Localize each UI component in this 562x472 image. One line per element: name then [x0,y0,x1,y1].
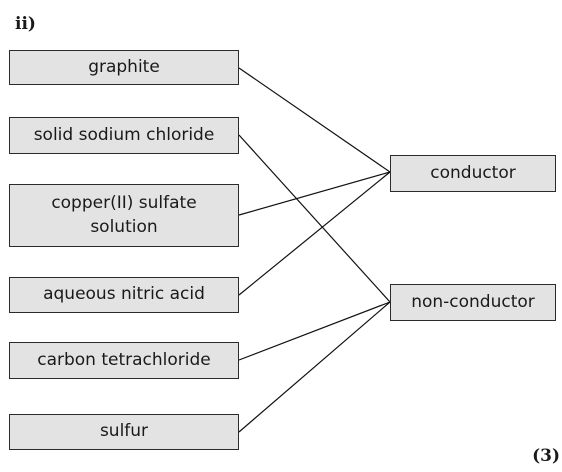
substance-box-aqueous-nitric-acid: aqueous nitric acid [9,277,239,313]
connector-line-aqueous-nitric-acid [238,171,391,296]
category-box-non-conductor: non-conductor [390,284,556,321]
category-box-conductor: conductor [390,155,556,192]
connector-line-sulfur [238,301,391,433]
connector-line-solid-sodium-chloride [238,134,391,303]
marks-allocation: (3) [532,446,560,466]
question-part-label: ii) [15,14,36,34]
substance-box-carbon-tetrachloride: carbon tetrachloride [9,342,239,379]
substance-box-solid-sodium-chloride: solid sodium chloride [9,117,239,154]
substance-box-copper-sulfate-solution: copper(II) sulfate solution [9,184,239,247]
connector-line-copper-sulfate-solution [238,171,391,216]
connector-line-graphite [238,67,391,173]
connector-line-carbon-tetrachloride [238,301,391,361]
substance-box-sulfur: sulfur [9,414,239,450]
substance-box-graphite: graphite [9,50,239,85]
